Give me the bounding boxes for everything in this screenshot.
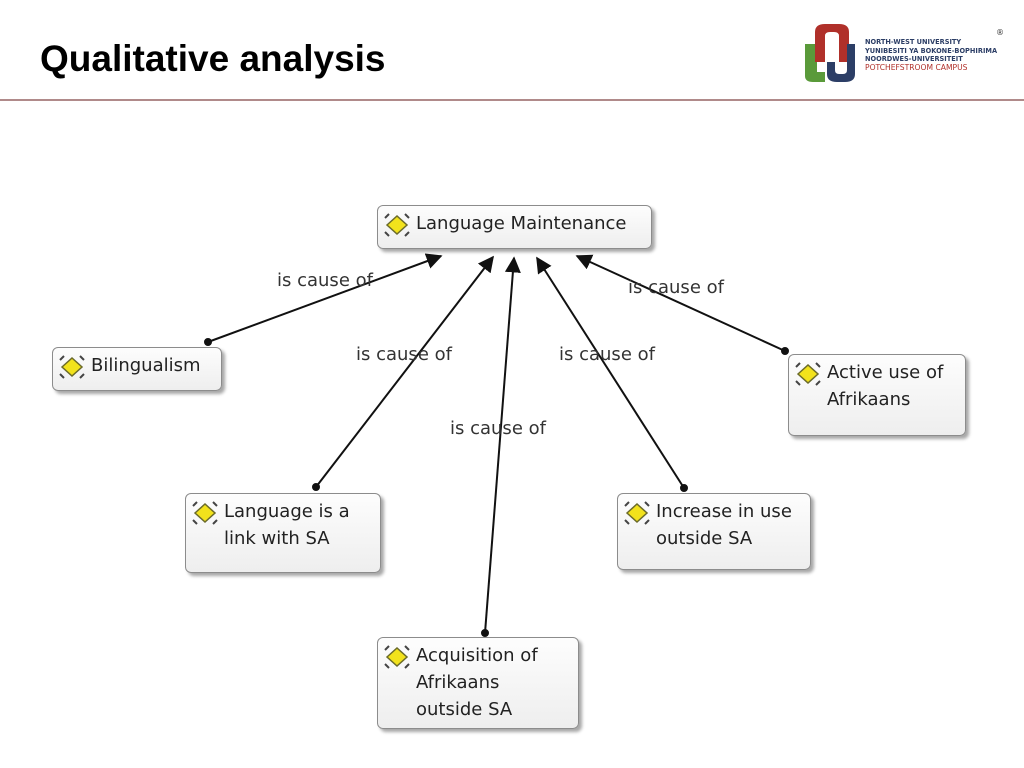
slide-title: Qualitative analysis [40, 38, 386, 79]
edge-label: is cause of [356, 344, 452, 365]
edge-label: is cause of [559, 344, 655, 365]
university-emblem-icon [805, 24, 855, 82]
edge-label: is cause of [450, 418, 546, 439]
logo-line: YUNIBESITI YA BOKONE-BOPHIRIMA [865, 46, 998, 55]
concept-code-icon [795, 362, 821, 386]
title-divider [0, 99, 1024, 101]
node-label-line: Acquisition of [416, 645, 538, 666]
edge-increase-to-maintenance [536, 256, 685, 489]
logo-line: NORTH-WEST UNIVERSITY [865, 38, 962, 46]
node-increase-in-use-outside-sa[interactable]: Increase in use outside SA [617, 493, 811, 570]
node-label-line: Increase in use [656, 501, 792, 522]
node-bilingualism[interactable]: Bilingualism [52, 347, 222, 391]
logo-text: NORTH-WEST UNIVERSITY YUNIBESITI YA BOKO… [865, 38, 997, 72]
node-label-line: Afrikaans [827, 389, 911, 410]
node-label-line: outside SA [416, 699, 513, 720]
edge-active-to-maintenance [575, 254, 786, 352]
node-label-line: Afrikaans [416, 672, 500, 693]
edge-label: is cause of [277, 270, 373, 291]
edge-bilingualism-to-maintenance [207, 253, 443, 343]
concept-code-icon [624, 501, 650, 525]
node-active-use-of-afrikaans[interactable]: Active use of Afrikaans [788, 354, 966, 436]
registered-mark: ® [996, 28, 1004, 37]
edge-link-to-maintenance [315, 255, 494, 488]
node-language-is-a-link-with-sa[interactable]: Language is a link with SA [185, 493, 381, 573]
concept-code-icon [384, 213, 410, 237]
node-label-line: outside SA [656, 528, 753, 549]
concept-code-icon [59, 355, 85, 379]
node-label: Language Maintenance [416, 213, 627, 234]
concept-code-icon [192, 501, 218, 525]
university-logo: NORTH-WEST UNIVERSITY YUNIBESITI YA BOKO… [803, 22, 1013, 84]
logo-line: NOORDWES-UNIVERSITEIT [865, 55, 963, 63]
logo-campus: POTCHEFSTROOM CAMPUS [865, 62, 968, 72]
node-label-line: Language is a [224, 501, 350, 522]
node-label-line: Active use of [827, 362, 944, 383]
edge-label: is cause of [628, 277, 724, 298]
concept-code-icon [384, 645, 410, 669]
edge-acquisition-to-maintenance [484, 256, 521, 634]
node-acquisition-of-afrikaans-outside-sa[interactable]: Acquisition of Afrikaans outside SA [377, 637, 579, 729]
node-label-line: link with SA [224, 528, 330, 549]
node-label: Bilingualism [91, 355, 201, 376]
node-language-maintenance[interactable]: Language Maintenance [377, 205, 652, 249]
